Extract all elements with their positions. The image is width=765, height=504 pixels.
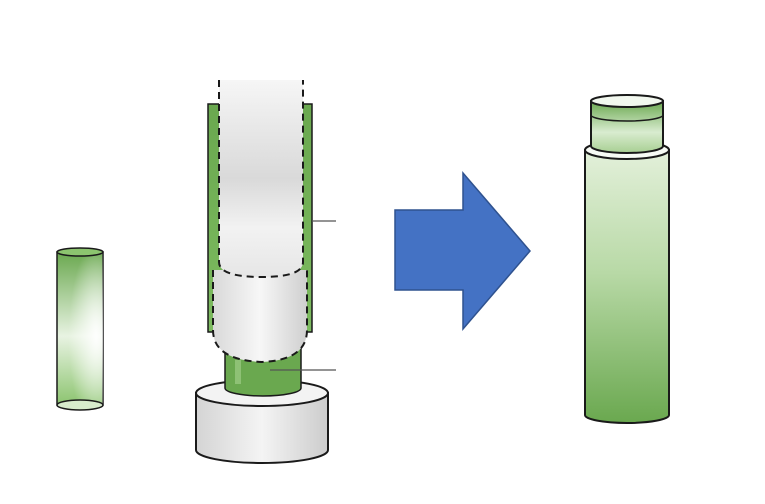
plunger-tip — [212, 270, 308, 364]
result-tube-cap — [590, 94, 664, 154]
small-green-tube — [56, 247, 104, 411]
result-tube-body — [584, 140, 670, 424]
press-assembly — [195, 80, 336, 464]
right-arrow — [394, 170, 531, 332]
result-tube — [584, 94, 670, 424]
plunger-body — [218, 80, 304, 279]
